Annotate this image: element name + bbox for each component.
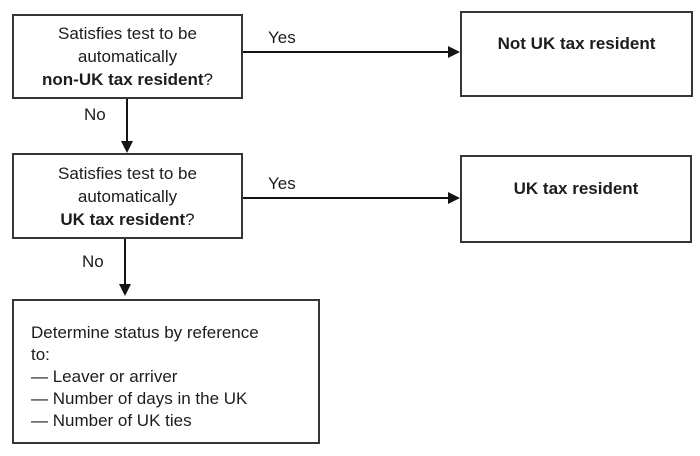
decision-box-bold-term: UK tax resident <box>60 209 186 229</box>
arrow-yes-2-line <box>243 197 449 199</box>
decision-box-line: automatically <box>77 186 178 206</box>
result-box-uk-tax-resident: UK tax resident <box>460 155 692 243</box>
determine-status-line: Determine status by reference <box>31 323 259 342</box>
decision-box-line: Satisfies test to be <box>58 163 197 183</box>
determine-status-box: Determine status by reference to: — Leav… <box>12 299 320 444</box>
arrow-no-1-line <box>126 99 128 142</box>
decision-box-automatic-non-uk-resident: Satisfies test to be automatically non-U… <box>12 14 243 99</box>
arrowhead-down-icon <box>121 141 133 153</box>
arrowhead-right-icon <box>448 192 460 204</box>
edge-label-yes-1: Yes <box>268 28 296 47</box>
decision-box-line: automatically <box>77 47 178 66</box>
edge-label-no-1: No <box>84 105 106 124</box>
edge-label-yes-2: Yes <box>268 174 296 193</box>
arrowhead-down-icon <box>119 284 131 296</box>
determine-status-line: — Number of UK ties <box>31 411 192 430</box>
arrow-no-2-line <box>124 239 126 285</box>
question-mark: ? <box>185 209 195 229</box>
arrowhead-right-icon <box>448 46 460 58</box>
decision-box-line: UK tax resident? <box>60 208 194 231</box>
decision-box-automatic-uk-resident: Satisfies test to be automatically UK ta… <box>12 153 243 239</box>
result-label: Not UK tax resident <box>497 34 656 53</box>
question-mark: ? <box>203 70 213 89</box>
edge-label-no-2: No <box>82 252 104 271</box>
result-label: UK tax resident <box>513 179 639 198</box>
decision-box-line: Satisfies test to be <box>58 24 197 43</box>
determine-status-line: — Number of days in the UK <box>31 389 248 408</box>
arrow-yes-1-line <box>243 51 449 53</box>
determine-status-line: to: <box>31 345 50 364</box>
decision-box-bold-term: non-UK tax resident <box>42 70 204 89</box>
determine-status-line: — Leaver or arriver <box>31 367 178 386</box>
decision-box-line: non-UK tax resident? <box>42 68 213 91</box>
result-box-not-uk-tax-resident: Not UK tax resident <box>460 11 693 97</box>
